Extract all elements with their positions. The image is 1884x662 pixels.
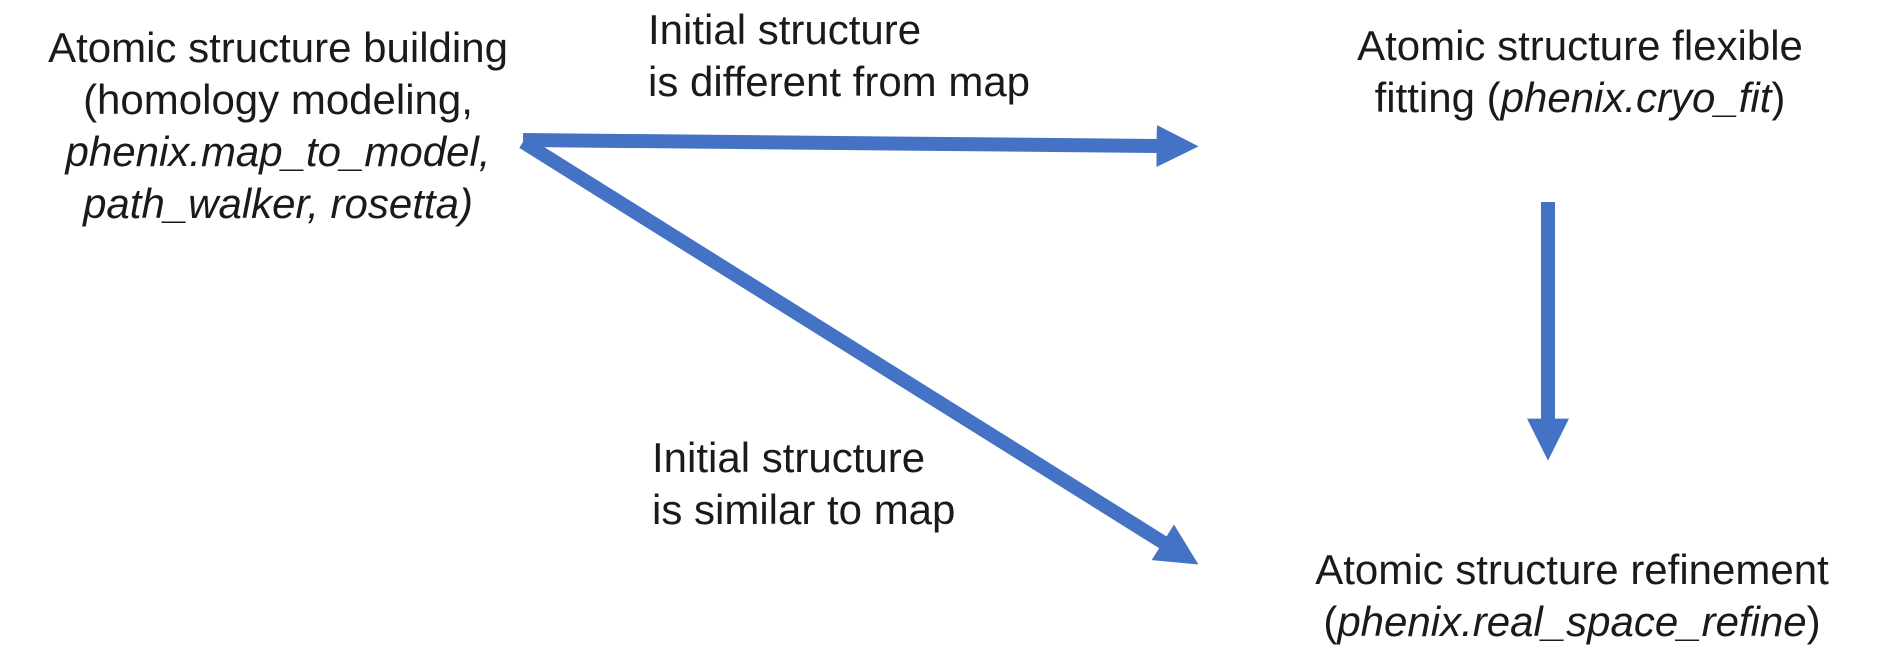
node-flexible-fitting-tool: phenix.cryo_fit [1500, 74, 1772, 121]
edge-label-similar-line2: is similar to map [652, 486, 956, 533]
arrow-building-to-fitting [522, 124, 1199, 167]
arrow-building-to-refinement [519, 136, 1199, 565]
node-structure-building-line1: Atomic structure building [48, 24, 508, 71]
node-flexible-fitting-line2-suffix: ) [1771, 74, 1786, 121]
edge-label-similar: Initial structure is similar to map [652, 432, 955, 536]
node-flexible-fitting-line2: fitting (phenix.cryo_fit) [1290, 72, 1870, 124]
node-structure-building: Atomic structure building (homology mode… [0, 22, 556, 230]
node-flexible-fitting-line1: Atomic structure flexible [1357, 22, 1803, 69]
edge-label-similar-line1: Initial structure [652, 434, 926, 481]
edge-label-different-line1: Initial structure [648, 6, 922, 53]
node-flexible-fitting-line2-prefix: fitting ( [1374, 74, 1501, 121]
node-structure-building-line3: phenix.map_to_model, [65, 128, 491, 175]
edge-label-different: Initial structure is different from map [648, 4, 1030, 108]
node-refinement-line1: Atomic structure refinement [1315, 546, 1829, 593]
node-flexible-fitting: Atomic structure flexible fitting (pheni… [1290, 20, 1870, 124]
node-structure-building-line4: path_walker, rosetta) [83, 180, 473, 227]
edge-label-different-line2: is different from map [648, 58, 1031, 105]
node-structure-building-line2: (homology modeling, [83, 76, 473, 123]
node-refinement: Atomic structure refinement (phenix.real… [1282, 544, 1862, 648]
node-refinement-line2-suffix: ) [1806, 598, 1821, 645]
node-refinement-tool: phenix.real_space_refine [1337, 598, 1807, 645]
node-refinement-line2: (phenix.real_space_refine) [1282, 596, 1862, 648]
node-refinement-line2-prefix: ( [1323, 598, 1338, 645]
